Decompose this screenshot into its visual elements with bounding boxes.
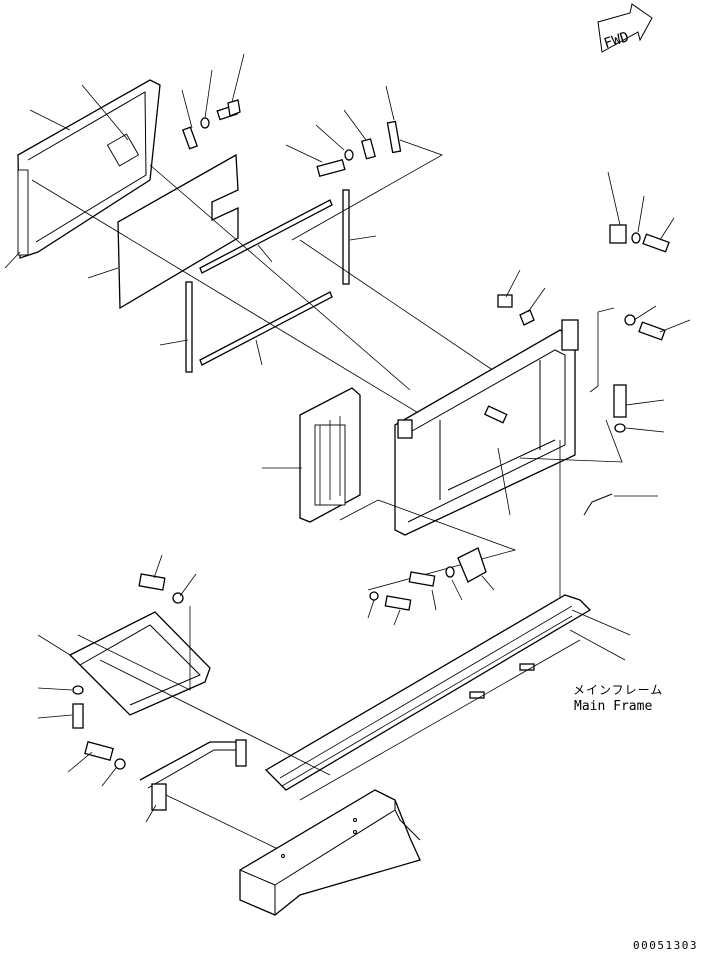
upper-cover-panel bbox=[17, 79, 161, 259]
leader-strip-1 bbox=[257, 244, 273, 263]
leader-ub-3 bbox=[231, 53, 245, 103]
leader-m-1 bbox=[431, 589, 437, 611]
fwd-arrow-icon: FWD bbox=[597, 3, 653, 53]
leader-r-7 bbox=[659, 319, 691, 333]
leader-m-4 bbox=[367, 599, 375, 619]
seal-strips bbox=[185, 189, 350, 373]
assembly-line-handle bbox=[165, 794, 281, 851]
assembly-line-3 bbox=[299, 239, 501, 376]
leader-b-2 bbox=[179, 573, 197, 597]
frame-box bbox=[394, 319, 579, 536]
leader-h-1 bbox=[67, 751, 93, 773]
leader-r-1 bbox=[607, 171, 621, 226]
main-frame-rail bbox=[264, 594, 631, 801]
leader-frame-1 bbox=[497, 447, 511, 516]
grille-door bbox=[299, 387, 361, 523]
leader-ub-4 bbox=[285, 144, 323, 163]
leader-m-2 bbox=[451, 579, 463, 601]
leader-sheet bbox=[87, 267, 119, 279]
leader-ub-group bbox=[291, 139, 443, 241]
leader-ub-5 bbox=[315, 124, 345, 151]
leader-strip-2 bbox=[255, 339, 263, 366]
leader-ub-2 bbox=[204, 69, 213, 119]
leader-r-3 bbox=[659, 217, 675, 241]
leader-r-8 bbox=[625, 399, 665, 406]
leader-b-1 bbox=[153, 554, 163, 579]
leader-b-3 bbox=[37, 634, 71, 656]
frame-end-block bbox=[239, 789, 421, 916]
leader-ub-1 bbox=[181, 89, 193, 129]
handle-bar bbox=[84, 739, 247, 811]
leader-r-5 bbox=[527, 287, 546, 313]
leader-r-9 bbox=[625, 427, 665, 433]
main-frame-label-english: Main Frame bbox=[574, 699, 653, 714]
leader-h-2 bbox=[101, 767, 117, 787]
leader-ub-6 bbox=[343, 109, 367, 141]
leader-b-group bbox=[77, 606, 191, 691]
leader-b-5 bbox=[37, 714, 73, 719]
leader-m-3 bbox=[481, 575, 495, 591]
fwd-label: FWD bbox=[602, 29, 631, 52]
right-fasteners bbox=[483, 224, 670, 516]
leader-r-group-b bbox=[519, 419, 623, 463]
main-frame-label-japanese: メインフレーム bbox=[573, 683, 664, 697]
leader-m-5 bbox=[393, 609, 401, 626]
leader-r-4 bbox=[505, 269, 521, 298]
leader-strip-3 bbox=[159, 339, 189, 346]
leader-cover-2 bbox=[81, 84, 129, 141]
assembly-line-1 bbox=[31, 179, 431, 421]
insulation-sheet bbox=[117, 153, 239, 310]
assembly-line-2 bbox=[149, 164, 411, 391]
leader-strip-4 bbox=[349, 235, 377, 241]
assembly-line-lower bbox=[99, 659, 331, 776]
leader-h-3 bbox=[145, 804, 157, 823]
leader-r-group-a bbox=[589, 307, 615, 393]
leader-cover-3 bbox=[4, 251, 21, 269]
upper-fasteners bbox=[181, 99, 402, 177]
leader-b-4 bbox=[37, 687, 73, 691]
middle-fasteners bbox=[369, 547, 487, 611]
document-number: 00051303 bbox=[633, 939, 698, 952]
leader-r-2 bbox=[637, 195, 645, 233]
leader-r-6 bbox=[633, 305, 657, 321]
leader-grille-group bbox=[339, 499, 517, 591]
mount-bracket bbox=[68, 573, 211, 729]
leader-cover-1 bbox=[29, 109, 71, 131]
leader-ub-7 bbox=[385, 85, 395, 121]
